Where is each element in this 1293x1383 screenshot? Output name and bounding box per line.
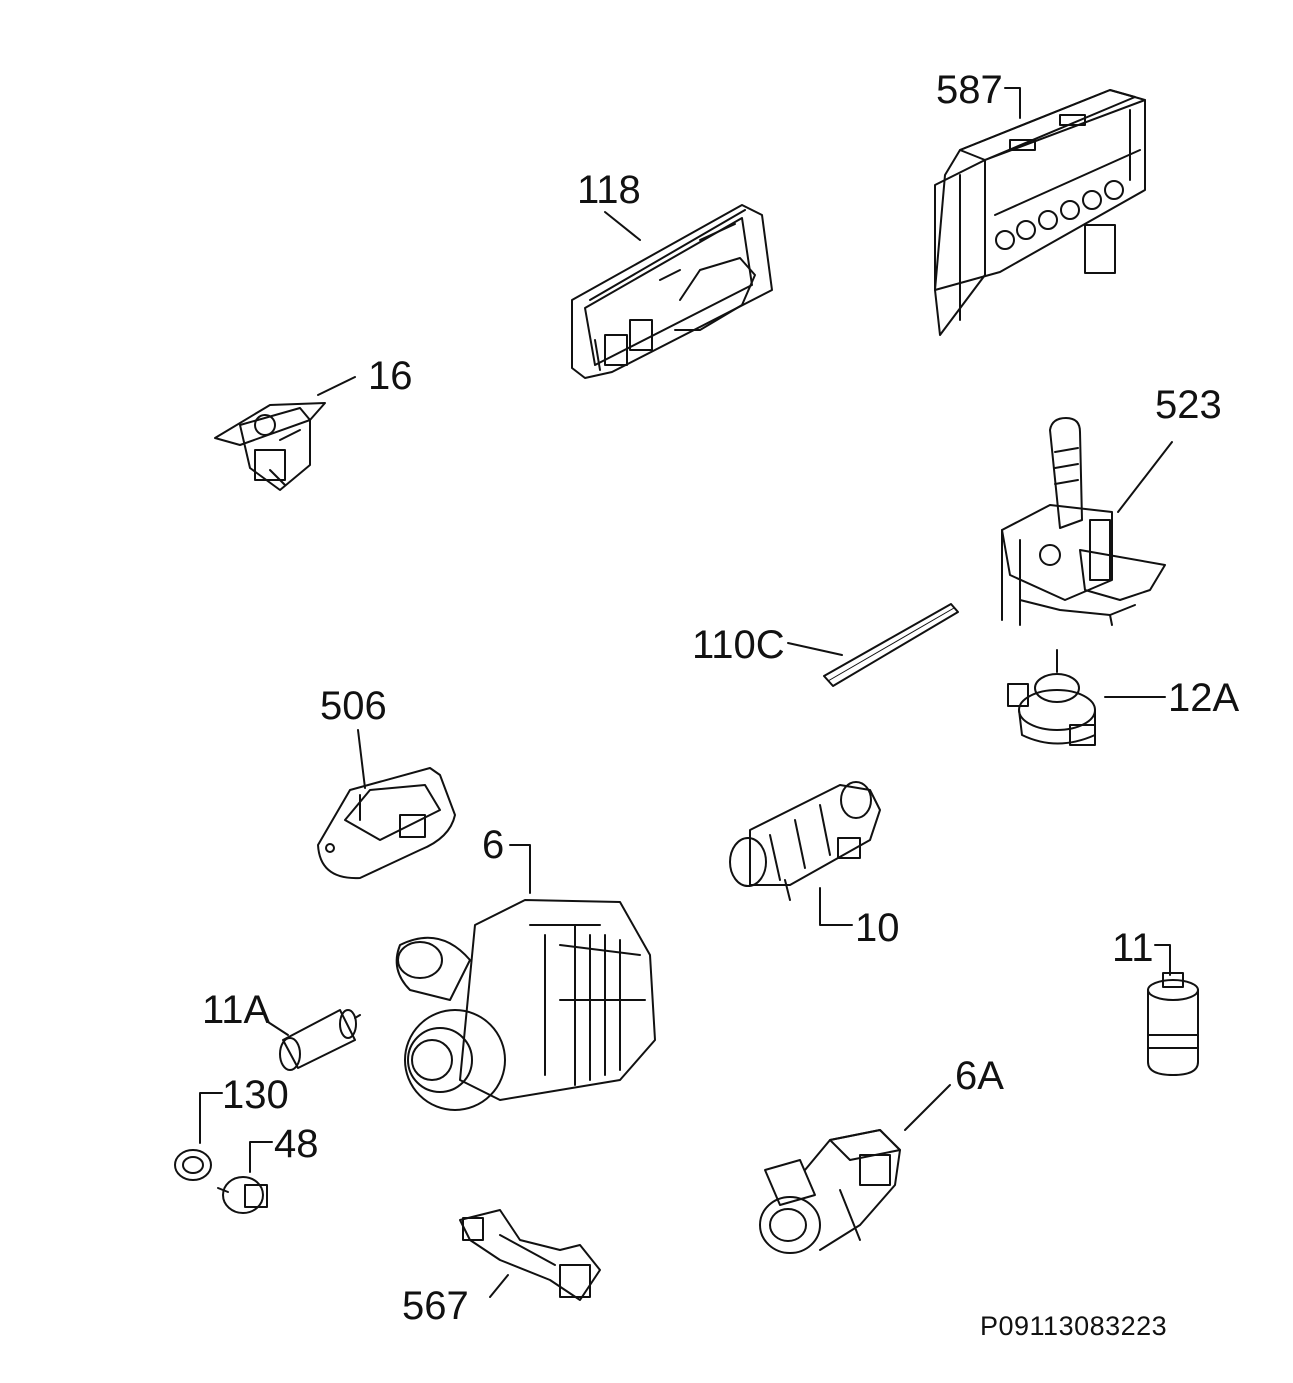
- part-label-11a: 11A: [202, 988, 271, 1032]
- part-label-48: 48: [274, 1122, 319, 1166]
- diagram-code: P09113083223: [980, 1311, 1168, 1341]
- leader-16: [317, 376, 356, 396]
- part-6-circulation-pump: [395, 899, 656, 1111]
- part-label-11: 11: [1112, 926, 1154, 970]
- part-label-16: 16: [368, 354, 413, 398]
- leader-506: [357, 729, 366, 789]
- part-11-capacitor: [1147, 972, 1199, 1076]
- part-label-110c: 110C: [692, 623, 785, 667]
- leader-130: [199, 1092, 223, 1144]
- part-label-506: 506: [320, 684, 387, 728]
- part-506-bracket: [317, 767, 456, 880]
- part-12a-pressure-switch: [1007, 649, 1096, 746]
- leader-587: [1004, 87, 1021, 119]
- part-11a-capacitor: [279, 1009, 361, 1071]
- leader-lines: [199, 87, 1173, 1298]
- part-10-heater: [729, 781, 881, 901]
- leader-118: [604, 211, 641, 241]
- part-label-523: 523: [1155, 383, 1222, 427]
- part-48-sensor: [217, 1176, 268, 1214]
- part-118-control-panel: [571, 204, 773, 379]
- part-523-dispenser: [1001, 417, 1166, 626]
- part-6a-drain-pump: [759, 1129, 901, 1254]
- part-label-10: 10: [855, 906, 900, 950]
- leader-10: [819, 887, 853, 926]
- leader-523: [1117, 441, 1173, 513]
- part-110c-rod: [823, 603, 959, 687]
- leader-48: [249, 1141, 273, 1173]
- part-587-control-module: [934, 89, 1146, 336]
- part-label-6: 6: [482, 823, 505, 867]
- leader-110c: [787, 642, 843, 656]
- part-label-12a: 12A: [1168, 676, 1240, 720]
- part-label-130: 130: [222, 1073, 289, 1117]
- leader-11a: [267, 1021, 289, 1036]
- part-130-gasket: [174, 1149, 212, 1181]
- part-567-bracket: [459, 1209, 601, 1301]
- leader-6a: [904, 1084, 951, 1131]
- leader-11: [1154, 944, 1171, 976]
- leader-6: [509, 844, 531, 894]
- part-16-door-switch: [214, 402, 326, 491]
- part-label-567: 567: [402, 1284, 469, 1328]
- leader-567: [489, 1274, 509, 1298]
- part-label-6a: 6A: [955, 1054, 1004, 1098]
- part-label-587: 587: [936, 68, 1003, 112]
- part-label-118: 118: [577, 168, 641, 212]
